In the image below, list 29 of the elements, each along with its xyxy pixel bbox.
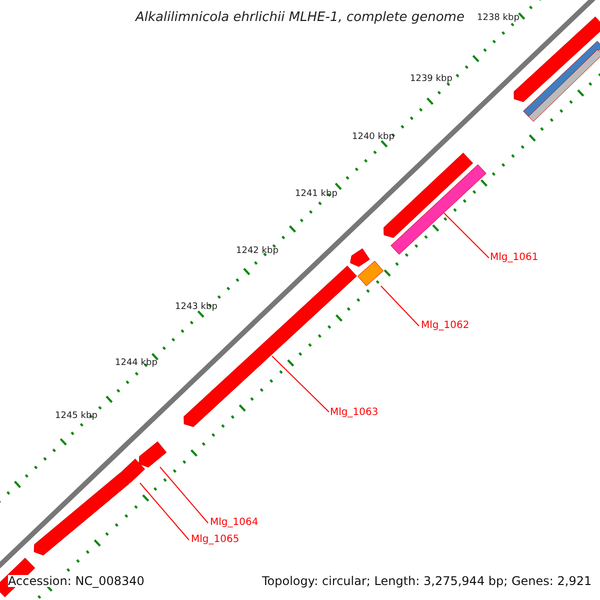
tick-label: 1245 kbp	[55, 412, 98, 421]
tick-label: 1242 kbp	[236, 247, 278, 256]
gene-bar	[528, 49, 600, 122]
leader-line	[380, 286, 420, 326]
gene-bar	[34, 472, 130, 556]
tick-label: 1238 kbp	[477, 14, 520, 23]
gene-label: Mlg_1063	[330, 408, 378, 418]
tick-label: 1241 kbp	[295, 190, 338, 199]
accession-text: Accession: NC_008340	[8, 575, 144, 587]
tick-label: 1240 kbp	[352, 133, 394, 142]
leader-line	[140, 482, 190, 540]
leader-line	[160, 466, 208, 524]
gene-box	[357, 260, 384, 286]
leader-line	[444, 212, 490, 258]
gene-bar	[384, 152, 474, 238]
gene-label: Mlg_1064	[210, 518, 258, 528]
gene-bar	[120, 458, 146, 483]
gene-label: Mlg_1061	[490, 253, 538, 263]
tick-label: 1243 kbp	[175, 303, 218, 312]
tick-label: 1239 kbp	[410, 75, 452, 84]
leader-line	[272, 356, 330, 412]
tick-label: 1244 kbp	[115, 359, 158, 368]
gene-bar	[390, 164, 486, 255]
gene-bar	[350, 248, 370, 267]
gene-label: Mlg_1065	[191, 535, 240, 545]
map-title: Alkalilimnicola ehrlichii MLHE-1, complete genome	[136, 11, 464, 24]
gene-label: Mlg_1062	[421, 321, 470, 331]
genome-summary-text: Topology: circular; Length: 3,275,944 bp; Genes: 2,921	[262, 575, 592, 587]
gene-bar	[138, 441, 167, 468]
